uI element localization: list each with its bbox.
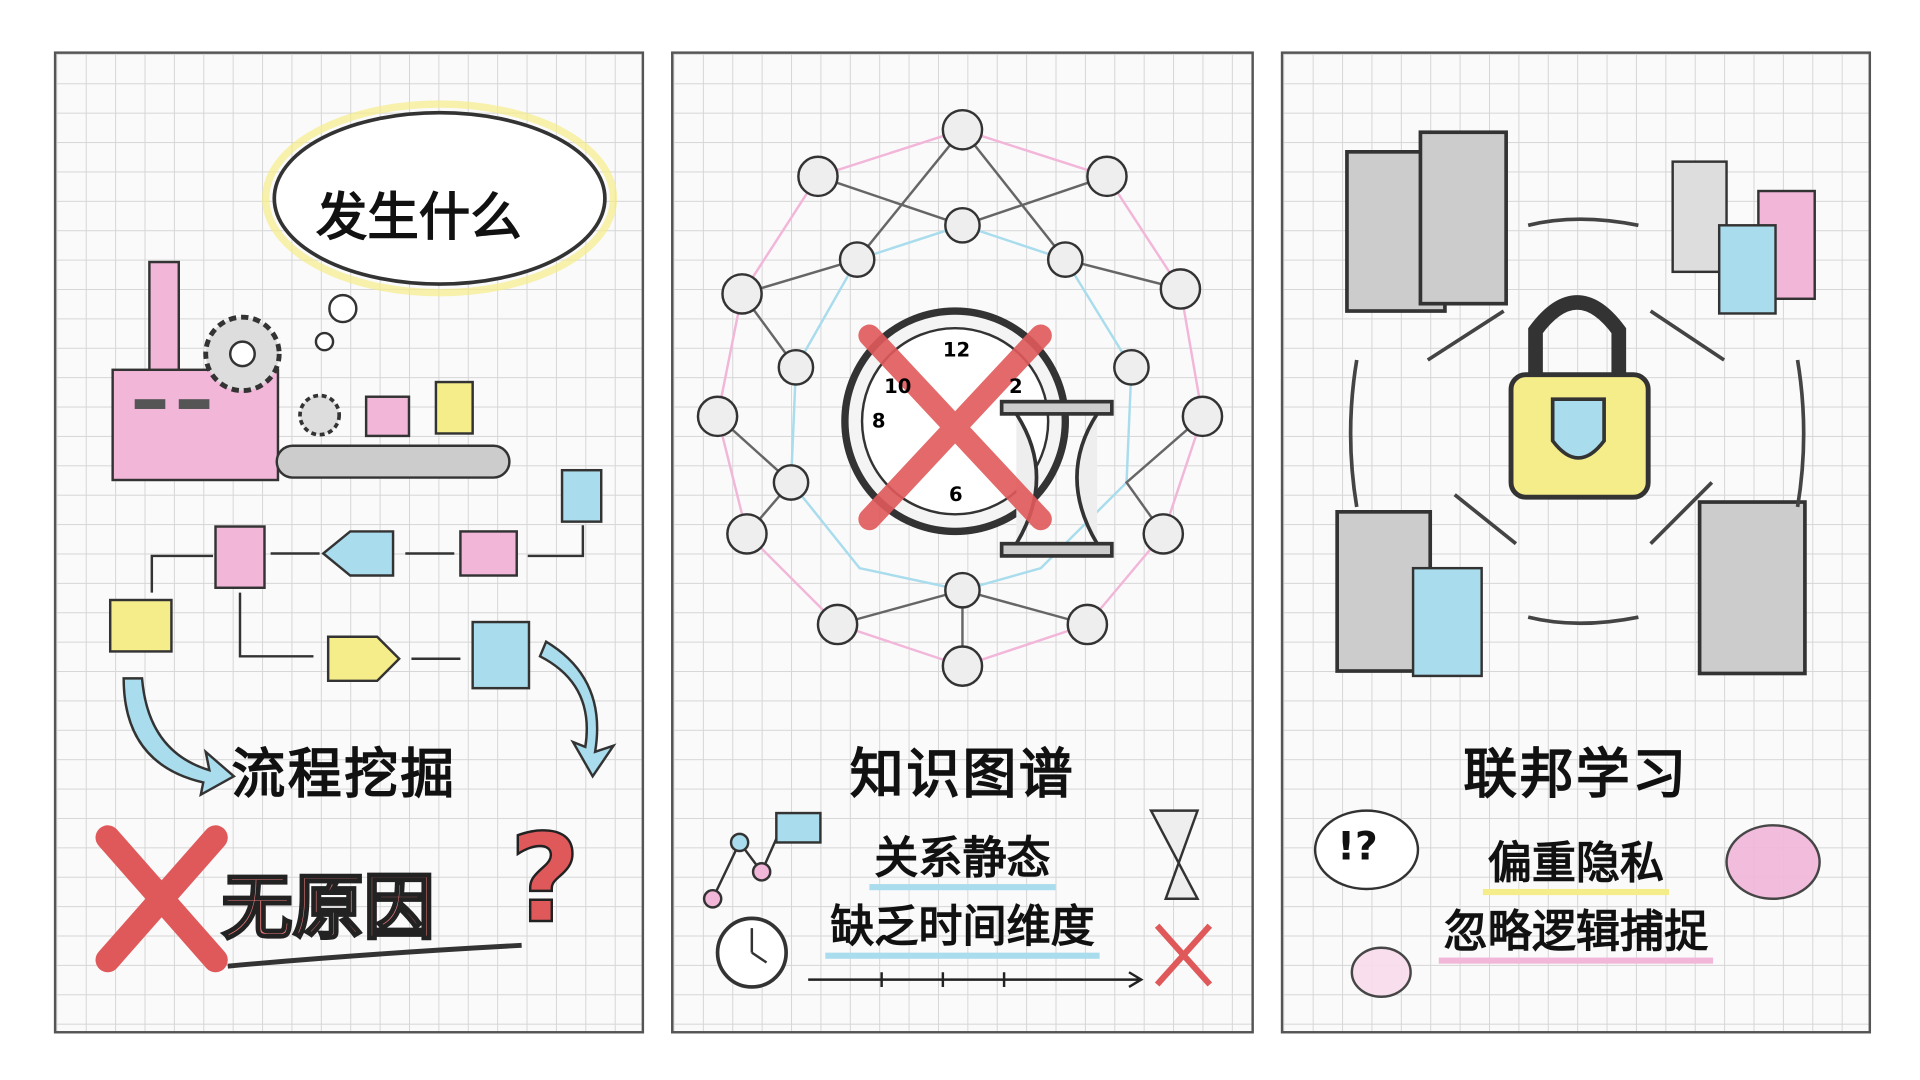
factory-icon <box>111 260 280 482</box>
limitation-text: 缺乏时间维度 <box>825 902 1100 959</box>
verdict-question-mark: ? <box>508 806 581 952</box>
timeline-arrow-icon <box>808 971 1144 988</box>
cross-icon <box>95 825 228 973</box>
thought-bubble-text: !? <box>1337 822 1378 870</box>
small-graph-icon <box>702 811 822 909</box>
process-mining-illustration <box>95 100 618 973</box>
clock-number: 12 <box>942 337 971 362</box>
limitation-text: 忽略逻辑捕捉 <box>1438 907 1714 964</box>
database-icon <box>1411 160 1816 678</box>
hourglass-icon <box>999 399 1114 558</box>
panel-federated-learning: !? 联邦学习 偏重隐私 忽略逻辑捕捉 <box>1280 51 1872 1034</box>
limitation-text: 偏重隐私 <box>1482 838 1669 896</box>
panel-title: 知识图谱 <box>849 743 1076 806</box>
server-icon <box>1335 130 1807 676</box>
limitation-line-1: 关系静态 <box>673 823 1251 891</box>
brain-icon <box>1350 824 1821 998</box>
clock-number: 8 <box>871 408 886 433</box>
federated-learning-illustration <box>1313 130 1821 998</box>
underline-stroke <box>227 942 522 969</box>
small-clock-icon <box>715 916 788 989</box>
flow-documents-icon <box>108 468 603 690</box>
gear-icon <box>203 314 342 437</box>
limitation-line-2: 缺乏时间维度 <box>673 891 1251 959</box>
cycle-arrow-icon <box>122 639 617 798</box>
small-hourglass-icon <box>1148 809 1200 901</box>
thought-bubble-text: 发生什么 <box>315 187 522 248</box>
network-graph-icon <box>696 108 1224 687</box>
clock-number: 10 <box>884 374 912 398</box>
small-cross-icon <box>1154 923 1213 987</box>
panel-title: 联邦学习 <box>1463 743 1689 806</box>
arrows-icon <box>1348 217 1806 626</box>
thought-cloud-icon <box>262 100 618 352</box>
limitation-line-1: 偏重隐私 <box>1283 828 1868 896</box>
clock-number: 2 <box>1008 374 1023 398</box>
panel-process-mining: 发生什么 流程挖掘 无原因 ? <box>53 51 645 1034</box>
padlock-shield-icon <box>1508 295 1651 500</box>
thought-cloud-icon <box>1313 809 1420 891</box>
verdict-text: 无原因 <box>220 864 436 950</box>
panel-title: 流程挖掘 <box>231 743 457 806</box>
cross-icon <box>858 324 1052 531</box>
limitation-line-2: 忽略逻辑捕捉 <box>1283 896 1868 964</box>
knowledge-graph-illustration <box>696 108 1224 989</box>
clock-number: 6 <box>948 482 963 506</box>
conveyor-icon <box>275 380 511 479</box>
limitation-text: 关系静态 <box>869 833 1056 891</box>
panel-knowledge-graph: 12 2 6 8 10 知识图谱 关系静态 缺乏时间维度 <box>671 51 1254 1034</box>
